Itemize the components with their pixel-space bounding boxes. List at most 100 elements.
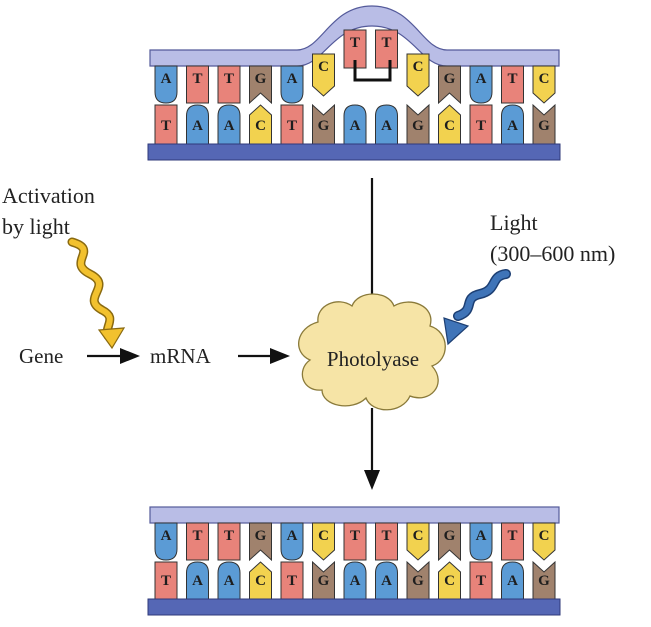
nucleotide-G-top-9 xyxy=(438,65,461,105)
activation-label: Activation by light xyxy=(2,183,100,239)
nucleotide-label: A xyxy=(161,71,172,87)
nucleotide-G-bottom-12 xyxy=(532,103,556,145)
nucleotide-C-top-5 xyxy=(312,53,335,97)
bottom-backbone xyxy=(147,143,561,161)
nucleotide-C-top-8 xyxy=(406,53,430,97)
nucleotide-label: A xyxy=(381,118,392,134)
nucleotide-label: T xyxy=(381,528,391,544)
nucleotide-label: T xyxy=(161,573,171,589)
nucleotide-A-top-0 xyxy=(154,65,178,104)
nucleotide-T-top-6 xyxy=(343,522,367,561)
arrow-gene-to-mrna-head xyxy=(120,348,140,364)
nucleotide-T-top-2 xyxy=(217,65,241,104)
arrow-mrna-to-photolyase-head xyxy=(270,348,290,364)
nucleotide-label: T xyxy=(381,35,391,51)
nucleotide-A-bottom-1 xyxy=(186,104,209,145)
nucleotide-T-top-11 xyxy=(501,65,524,104)
nucleotide-label: T xyxy=(224,528,234,544)
nucleotide-A-bottom-1 xyxy=(186,561,209,600)
nucleotide-A-top-10 xyxy=(469,65,493,104)
nucleotide-label: T xyxy=(476,573,486,589)
nucleotide-label: A xyxy=(161,528,172,544)
nucleotide-label: C xyxy=(413,59,424,75)
nucleotide-label: C xyxy=(539,71,550,87)
light-arrow xyxy=(443,269,511,346)
top-backbone xyxy=(149,5,560,67)
nucleotide-label: A xyxy=(381,573,392,589)
nucleotide-label: G xyxy=(318,118,330,134)
nucleotide-G-bottom-5 xyxy=(312,560,335,600)
nucleotide-label: A xyxy=(507,118,518,134)
nucleotide-label: A xyxy=(287,71,298,87)
nucleotide-G-top-3 xyxy=(249,522,272,562)
nucleotide-A-bottom-11 xyxy=(501,561,524,600)
nucleotide-label: C xyxy=(539,528,550,544)
nucleotide-T-top-1 xyxy=(186,522,209,561)
nucleotide-T-top-6 xyxy=(343,29,367,69)
nucleotide-A-bottom-2 xyxy=(217,561,241,600)
nucleotide-label: A xyxy=(476,528,487,544)
nucleotide-A-top-10 xyxy=(469,522,493,561)
nucleotide-C-top-12 xyxy=(532,65,556,104)
nucleotide-label: T xyxy=(350,528,360,544)
nucleotide-label: C xyxy=(255,573,266,589)
nucleotide-label: C xyxy=(413,528,424,544)
nucleotide-label: T xyxy=(507,71,517,87)
nucleotide-A-bottom-7 xyxy=(375,561,398,600)
nucleotide-A-bottom-6 xyxy=(343,561,367,600)
nucleotide-label: C xyxy=(318,528,329,544)
nucleotide-label: T xyxy=(192,528,202,544)
nucleotide-label: C xyxy=(318,59,329,75)
nucleotide-label: C xyxy=(255,118,266,134)
nucleotide-T-top-7 xyxy=(375,522,398,561)
nucleotide-A-bottom-7 xyxy=(375,104,398,145)
nucleotide-label: A xyxy=(224,573,235,589)
nucleotide-label: T xyxy=(161,118,171,134)
nucleotide-label: A xyxy=(192,573,203,589)
bottom-backbone-repaired xyxy=(147,598,561,616)
nucleotide-G-bottom-5 xyxy=(312,103,335,145)
nucleotide-C-top-8 xyxy=(406,522,430,561)
nucleotide-G-bottom-12 xyxy=(532,560,556,600)
nucleotide-label: G xyxy=(538,573,550,589)
light-label: Light (300–600 nm) xyxy=(490,210,615,266)
nucleotide-label: T xyxy=(224,71,234,87)
nucleotide-label: T xyxy=(192,71,202,87)
nucleotide-label: T xyxy=(287,573,297,589)
nucleotide-label: T xyxy=(287,118,297,134)
nucleotide-label: C xyxy=(444,118,455,134)
nucleotide-T-top-11 xyxy=(501,522,524,561)
nucleotide-A-bottom-11 xyxy=(501,104,524,145)
nucleotide-label: A xyxy=(350,573,361,589)
nucleotide-label: A xyxy=(287,528,298,544)
nucleotide-A-top-0 xyxy=(154,522,178,561)
nucleotide-label: A xyxy=(224,118,235,134)
nucleotide-label: G xyxy=(255,71,267,87)
nucleotide-label: T xyxy=(507,528,517,544)
nucleotide-T-top-7 xyxy=(375,29,398,69)
nucleotide-label: A xyxy=(476,71,487,87)
nucleotide-label: T xyxy=(476,118,486,134)
nucleotide-label: A xyxy=(507,573,518,589)
arrow-photolyase-to-repaired-dna-head xyxy=(364,470,380,490)
nucleotide-label: G xyxy=(444,71,456,87)
nucleotide-label: A xyxy=(192,118,203,134)
photolyase-label: Photolyase xyxy=(327,347,419,371)
nucleotide-A-top-4 xyxy=(280,65,304,104)
nucleotide-label: G xyxy=(412,118,424,134)
nucleotide-label: C xyxy=(444,573,455,589)
nucleotide-G-bottom-8 xyxy=(406,103,430,145)
activation-light-arrow xyxy=(67,237,126,350)
nucleotide-label: G xyxy=(318,573,330,589)
nucleotide-C-top-5 xyxy=(312,522,335,561)
thymine-dimer-bond xyxy=(353,60,392,82)
nucleotide-label: G xyxy=(444,528,456,544)
nucleotide-C-top-12 xyxy=(532,522,556,561)
nucleotide-G-top-3 xyxy=(249,65,272,105)
nucleotide-A-bottom-6 xyxy=(343,104,367,145)
